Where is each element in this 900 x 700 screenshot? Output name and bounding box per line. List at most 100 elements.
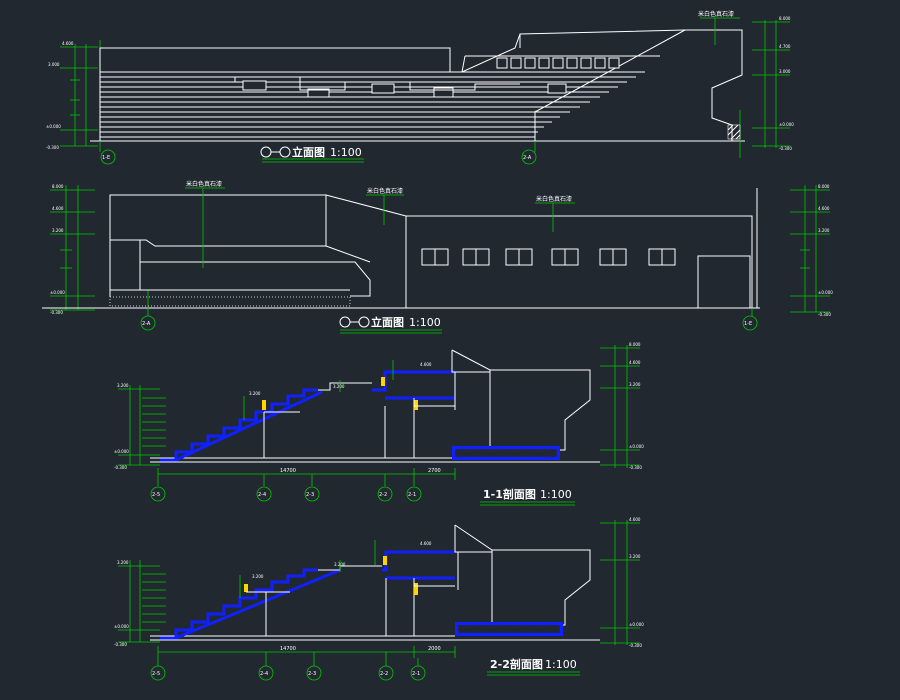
elev-label: 3.200 <box>117 383 129 388</box>
section-highlight <box>414 583 418 595</box>
grid-label: 2-5 <box>152 492 160 498</box>
view-title: 1-1剖面图 1:100 <box>480 487 575 506</box>
window <box>599 248 627 266</box>
dimension-text: 2000 <box>428 646 441 652</box>
section-2-2: 3.200 ±0.000 -0.300 4.600 3.200 ±0.000 -… <box>114 517 644 681</box>
elev-label: 4.600 <box>52 206 64 211</box>
grid-label: 2-3 <box>306 492 314 498</box>
elev-label: -0.300 <box>629 643 642 648</box>
elev-label: 3.200 <box>334 562 346 567</box>
section-2-left-dims: 3.200 ±0.000 -0.300 <box>114 560 166 647</box>
view-title: 立面图 1:100 <box>260 145 364 163</box>
elevation-2-right-dims: 8.000 4.600 3.200 ±0.000 -0.300 <box>790 184 833 317</box>
view-scale: 1:100 <box>540 488 572 501</box>
elevation-1-left-dims: 4.600 3.000 ±0.000 -0.300 <box>46 41 98 150</box>
elevation-1: 4.600 3.000 ±0.000 -0.300 8.000 4.700 3.… <box>46 10 794 165</box>
grid-bubble: 2-5 <box>150 486 166 502</box>
elevation-1-right-dims: 8.000 4.700 3.000 ±0.000 -0.300 <box>752 16 794 151</box>
elev-label: ±0.000 <box>629 444 644 449</box>
grid-label: 2-2 <box>380 671 388 677</box>
elev-label: 3.000 <box>48 62 60 67</box>
elev-label: 3.000 <box>779 69 791 74</box>
dimension-text: 2700 <box>428 468 441 474</box>
section-highlight <box>414 400 418 410</box>
view-scale: 1:100 <box>330 146 362 159</box>
elevation-2: 8.000 4.600 3.200 ±0.000 -0.300 8.000 4.… <box>42 180 833 334</box>
elev-label: 3.200 <box>818 228 830 233</box>
grid-label: 1-E <box>102 155 110 161</box>
section-highlight <box>262 400 266 410</box>
elev-label: 8.000 <box>818 184 830 189</box>
elev-label: 8.000 <box>629 342 641 347</box>
elev-label: ±0.000 <box>818 290 833 295</box>
elev-label: -0.300 <box>629 465 642 470</box>
elev-label: ±0.000 <box>114 449 129 454</box>
elev-label: 4.600 <box>420 362 432 367</box>
dimension-text: 14700 <box>280 646 296 652</box>
grid-label: 2-1 <box>408 492 416 498</box>
grid-bubble: 2-3 <box>306 665 322 681</box>
elev-label: 4.600 <box>629 360 641 365</box>
window <box>551 248 579 266</box>
elev-label: 3.200 <box>52 228 64 233</box>
grid-label: 1-E <box>744 321 752 327</box>
elev-label: 3.200 <box>252 574 264 579</box>
view-title: 2-2剖面图 1:100 <box>487 657 580 676</box>
section-1-right-dims: 8.000 4.600 3.200 ±0.000 -0.300 <box>600 342 644 470</box>
material-note: 米白色真石漆 <box>367 187 403 195</box>
elev-label: 3.200 <box>629 554 641 559</box>
grid-bubble: 1-E <box>100 149 116 165</box>
grid-bubble: 2-4 <box>258 665 274 681</box>
view-scale: 1:100 <box>409 316 441 329</box>
grid-label: 2-2 <box>379 492 387 498</box>
elev-label: -0.300 <box>46 145 59 150</box>
elev-label: -0.300 <box>114 465 127 470</box>
grid-bubble: 2-2 <box>377 486 393 502</box>
elev-label: 3.200 <box>629 382 641 387</box>
elev-label: ±0.000 <box>629 622 644 627</box>
elev-label: ±0.000 <box>50 290 65 295</box>
elev-label: ±0.000 <box>779 122 794 127</box>
elev-label: -0.300 <box>818 312 831 317</box>
elev-label: 3.200 <box>333 384 345 389</box>
material-note: 米白色真石漆 <box>186 180 222 188</box>
elev-label: 4.600 <box>62 41 74 46</box>
grid-label: 2-4 <box>258 492 266 498</box>
elevation-2-building <box>109 188 758 309</box>
elev-label: 3.200 <box>117 560 129 565</box>
section-1-1: 3.200 ±0.000 -0.300 8.000 4.600 3.200 ±0… <box>114 342 644 506</box>
section-highlight <box>383 556 387 565</box>
grid-label: 2-1 <box>412 671 420 677</box>
grid-bubble: 2-A <box>140 315 156 331</box>
elev-label: 4.600 <box>629 517 641 522</box>
view-title-text: 1-1剖面图 <box>483 487 536 501</box>
view-title-text: 立面图 <box>371 315 404 329</box>
elev-label: ±0.000 <box>114 624 129 629</box>
grid-bubble: 2-A <box>521 149 537 165</box>
elev-label: -0.300 <box>50 310 63 315</box>
section-2-right-dims: 4.600 3.200 ±0.000 -0.300 <box>600 517 644 648</box>
view-title-text: 立面图 <box>292 145 325 159</box>
elevation-2-left-dims: 8.000 4.600 3.200 ±0.000 -0.300 <box>50 184 95 315</box>
grid-label: 2-A <box>523 155 532 161</box>
material-note: 米白色真石漆 <box>698 10 734 18</box>
grid-bubble: 2-5 <box>150 665 166 681</box>
elev-label: 3.200 <box>249 391 261 396</box>
window <box>505 248 533 266</box>
grid-label: 2-A <box>142 321 151 327</box>
material-note: 米白色真石漆 <box>536 195 572 203</box>
grid-bubble: 2-1 <box>406 486 422 502</box>
elev-label: 4.600 <box>818 206 830 211</box>
grid-bubble: 2-2 <box>378 665 394 681</box>
elev-label: 8.000 <box>52 184 64 189</box>
section-highlight <box>381 377 385 386</box>
view-scale: 1:100 <box>545 658 577 671</box>
elev-label: -0.300 <box>114 642 127 647</box>
grid-bubble: 2-3 <box>304 486 320 502</box>
grid-bubble: 2-1 <box>410 665 426 681</box>
view-title-text: 2-2剖面图 <box>490 657 543 671</box>
grid-bubble: 1-E <box>742 315 758 331</box>
window <box>421 248 449 266</box>
window <box>648 248 676 266</box>
